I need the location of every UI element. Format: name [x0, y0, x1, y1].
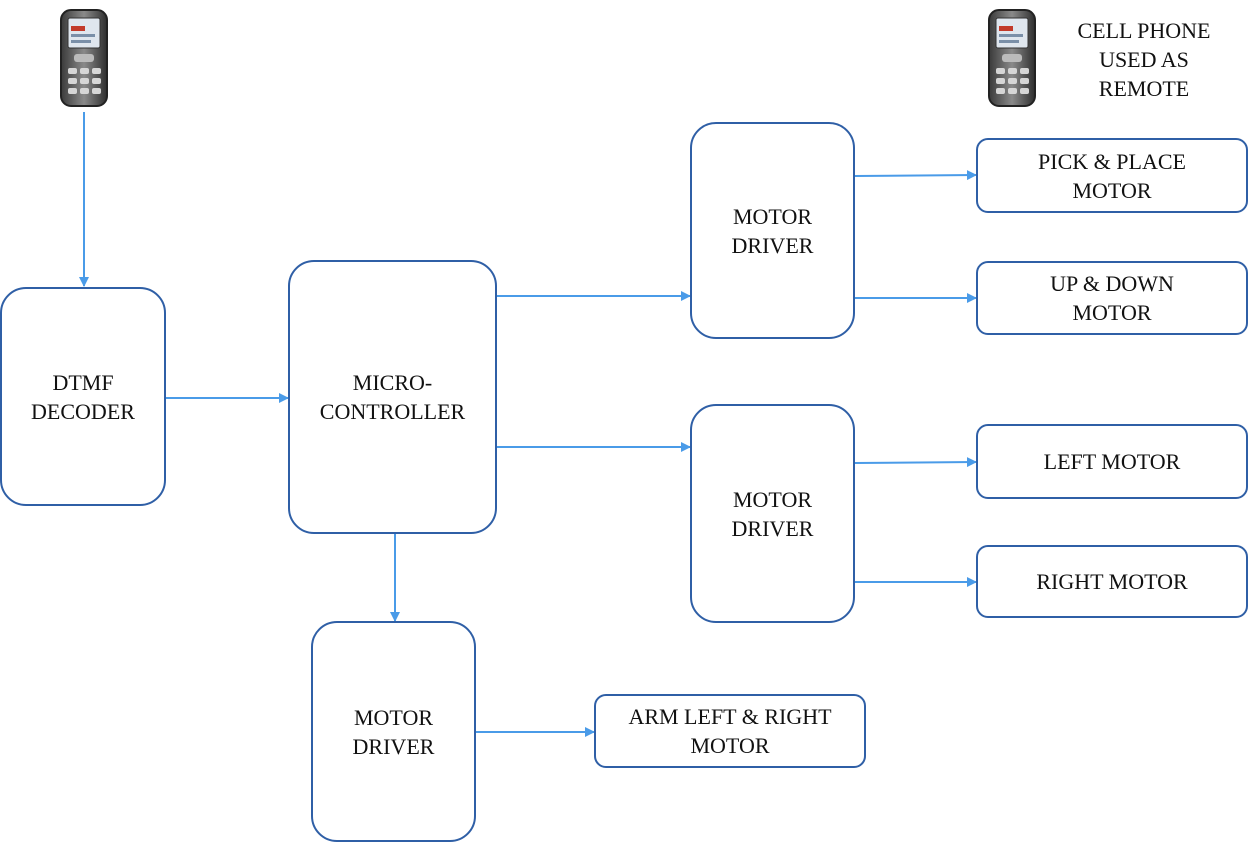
block-label-line-1: RIGHT MOTOR [1036, 569, 1188, 594]
block-label-line-2: MOTOR [1072, 300, 1152, 325]
motor-driver-top-block: MOTOR DRIVER [690, 122, 855, 339]
block-label-line-2: CONTROLLER [319, 399, 466, 424]
block-label-line-1: LEFT MOTOR [1043, 449, 1181, 474]
block-label-line-2: DRIVER [731, 515, 814, 541]
connector-arrows [79, 112, 977, 737]
caption-line-1: CELL PHONE [1077, 18, 1211, 43]
cell-phone-caption: CELL PHONE USED AS REMOTE [1062, 16, 1226, 103]
caption-line-3: REMOTE [1098, 76, 1190, 101]
block-label-line-1: DTMF [52, 369, 114, 395]
arrow-driver-to-left-motor [854, 457, 977, 468]
block-label-line-1: MICRO- [352, 370, 433, 395]
arrow-driver-to-pick-place [854, 170, 977, 181]
block-label-line-1: ARM LEFT & RIGHT [628, 704, 832, 729]
pick-place-motor-block: PICK & PLACE MOTOR [976, 138, 1248, 213]
caption-line-2: USED AS [1099, 47, 1189, 72]
dtmf-decoder-block: DTMF DECODER [0, 287, 166, 506]
block-label-line-2: MOTOR [1072, 177, 1152, 203]
up-down-motor-block: UP & DOWN MOTOR [976, 261, 1248, 335]
block-label-line-1: MOTOR [353, 704, 434, 730]
left-motor-block: LEFT MOTOR [976, 424, 1248, 499]
arm-left-right-motor-block: ARM LEFT & RIGHT MOTOR [594, 694, 866, 768]
right-motor-block: RIGHT MOTOR [976, 545, 1248, 618]
block-label-line-2: DRIVER [352, 733, 435, 759]
motor-driver-bottom-block: MOTOR DRIVER [311, 621, 476, 842]
block-label-line-1: MOTOR [732, 203, 813, 229]
microcontroller-block: MICRO- CONTROLLER [288, 260, 497, 534]
cell-phone-remote-icon [987, 8, 1037, 108]
block-label-line-2: MOTOR [690, 733, 770, 758]
motor-driver-middle-block: MOTOR DRIVER [690, 404, 855, 623]
block-label-line-1: PICK & PLACE [1038, 148, 1186, 174]
block-label-line-2: DECODER [31, 398, 135, 424]
cell-phone-icon [59, 8, 109, 108]
block-label-line-1: UP & DOWN [1050, 271, 1174, 296]
block-label-line-2: DRIVER [731, 232, 814, 258]
block-label-line-1: MOTOR [732, 486, 813, 512]
